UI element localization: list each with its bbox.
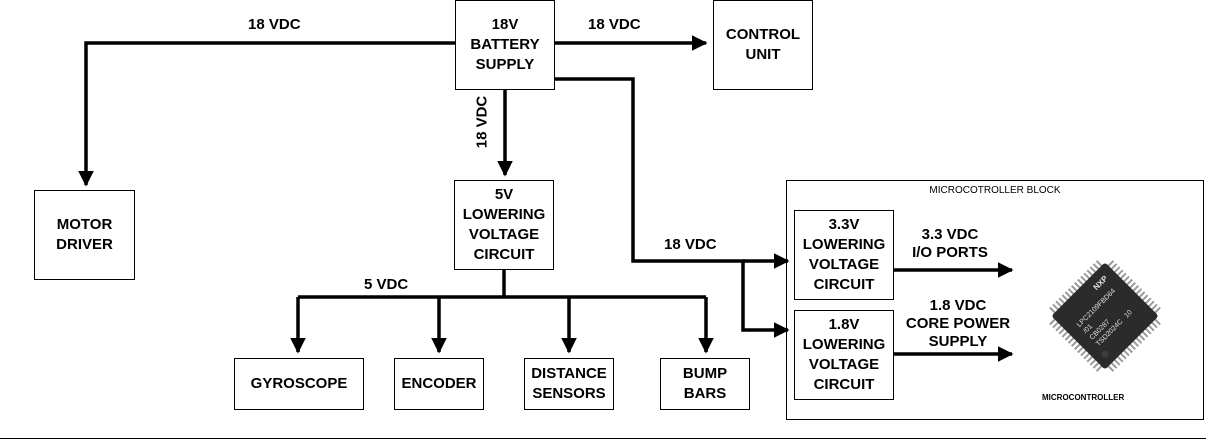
battery-supply-box: 18V BATTERY SUPPLY: [455, 0, 555, 90]
label-18vdc-control: 18 VDC: [588, 16, 641, 34]
control-unit-box: CONTROL UNIT: [713, 0, 813, 90]
wire-battery-to-motor: [86, 43, 455, 185]
label-18vdc-motor: 18 VDC: [248, 16, 301, 34]
lowering-33v-box: 3.3V LOWERING VOLTAGE CIRCUIT: [794, 210, 894, 300]
lowering-5v-box: 5V LOWERING VOLTAGE CIRCUIT: [454, 180, 554, 270]
wire-battery-to-micro: [555, 79, 788, 330]
label-18vdc-micro: 18 VDC: [664, 236, 717, 254]
encoder-box: ENCODER: [394, 358, 484, 410]
microcontroller-block-title: MICROCOTROLLER BLOCK: [786, 185, 1204, 197]
bump-bars-box: BUMP BARS: [660, 358, 750, 410]
label-core-power: 1.8 VDC CORE POWER SUPPLY: [896, 297, 1020, 351]
label-18vdc-down: 18 VDC: [473, 96, 491, 149]
microcontroller-caption: MICROCONTROLLER: [1042, 393, 1124, 402]
wire-5v-bus: [298, 270, 706, 297]
gyroscope-box: GYROSCOPE: [234, 358, 364, 410]
label-5vdc: 5 VDC: [364, 276, 408, 294]
motor-driver-box: MOTOR DRIVER: [34, 190, 135, 280]
bottom-rule: [0, 438, 1206, 439]
label-io-ports: 3.3 VDC I/O PORTS: [900, 226, 1000, 262]
distance-sensors-box: DISTANCE SENSORS: [524, 358, 614, 410]
lowering-18v-box: 1.8V LOWERING VOLTAGE CIRCUIT: [794, 310, 894, 400]
